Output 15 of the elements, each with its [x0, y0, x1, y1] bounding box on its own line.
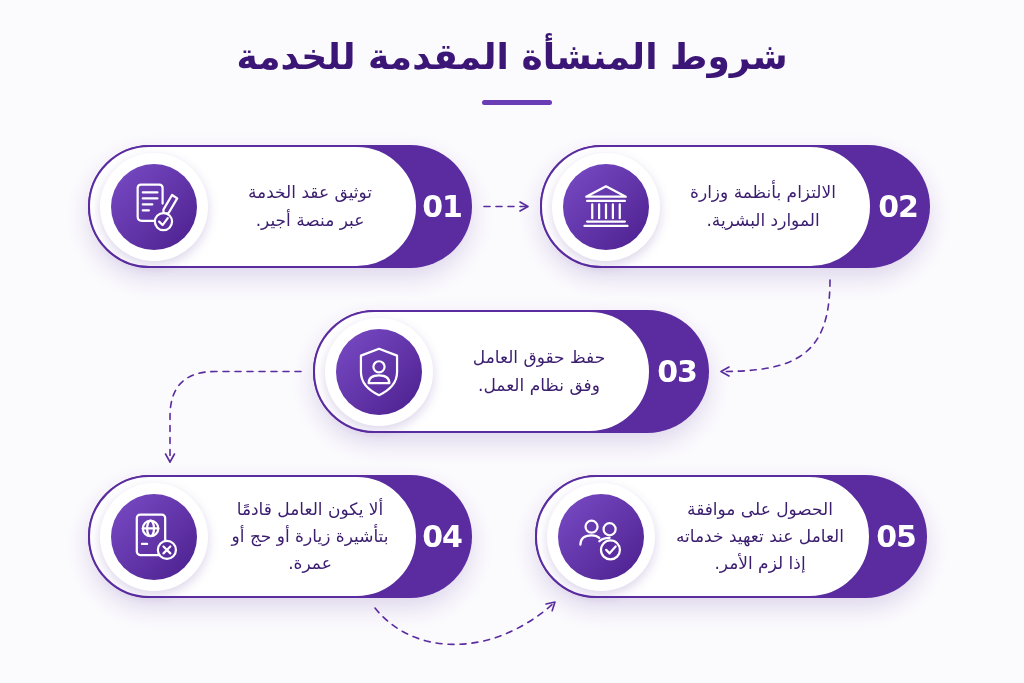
- step-description: حفظ حقوق العامل وفق نظام العمل.: [471, 346, 607, 397]
- step-number: 01: [422, 188, 462, 226]
- step-number: 04: [422, 518, 462, 556]
- dashed-arrow: [720, 279, 831, 377]
- step-number: 02: [878, 188, 918, 226]
- step-description: الحصول على موافقة العامل عند تعهيد خدماته إذا لزم الأمر.: [674, 497, 846, 576]
- step-description: ألا يكون العامل قادمًا بتأشيرة زيارة أو حج أو عمرة.: [229, 497, 390, 576]
- step-number: 05: [876, 518, 916, 556]
- step-description: الالتزام بأنظمة وزارة الموارد البشرية.: [689, 179, 837, 232]
- dashed-arrow: [164, 370, 302, 463]
- step-number: 03: [657, 353, 697, 391]
- dashed-arrow: [483, 201, 529, 212]
- title-heading: شروط المنشأة المقدمة للخدمة: [236, 34, 788, 81]
- dashed-arrow: [374, 601, 556, 646]
- step-description: توثيق عقد الخدمة عبر منصة أجير.: [246, 181, 373, 232]
